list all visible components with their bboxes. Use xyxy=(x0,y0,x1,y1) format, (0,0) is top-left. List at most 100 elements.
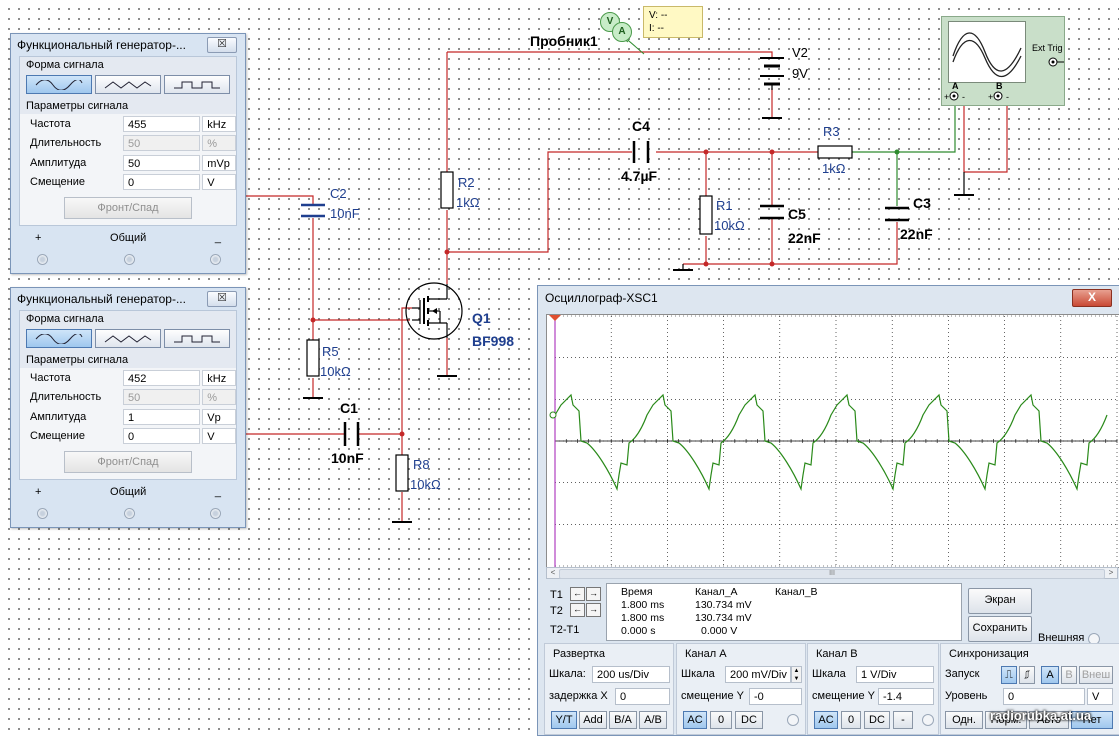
channel-b-ac-button[interactable]: AC xyxy=(814,711,838,729)
trigger-single-button[interactable]: Одн. xyxy=(945,711,983,729)
function-generator-1-window[interactable]: Функциональный генератор-... ☒ Форма сиг… xyxy=(10,33,246,274)
channel-a-zero-button[interactable]: 0 xyxy=(710,711,732,729)
channel-b-offset-input[interactable]: -1.4 xyxy=(878,688,934,705)
trigger-none-button[interactable]: Нет xyxy=(1071,711,1113,729)
fg2-titlebar[interactable]: Функциональный генератор-... ☒ xyxy=(11,288,245,310)
osc-scroll-thumb[interactable]: III xyxy=(559,569,1105,579)
channel-a-ac-button[interactable]: AC xyxy=(683,711,707,729)
fg1-amplitude-unit[interactable]: mVp xyxy=(202,154,236,171)
channel-a-scale-spinner-icon[interactable]: ▲▼ xyxy=(791,666,802,683)
fg1-triangle-button[interactable] xyxy=(95,75,161,94)
oscilloscope-instrument-icon[interactable]: Ext Trig A B + - + - xyxy=(941,16,1065,106)
osc-titlebar[interactable]: Осциллограф-XSC1 xyxy=(538,286,1119,310)
cursor-t1-handle-icon[interactable] xyxy=(549,315,561,321)
trigger-rising-edge-icon[interactable]: ⎍ xyxy=(1001,666,1017,684)
screen-button[interactable]: Экран xyxy=(968,588,1032,614)
fg2-frequency-input[interactable]: 452 xyxy=(123,369,201,386)
fg2-common-terminal[interactable] xyxy=(123,508,135,519)
c3-label[interactable]: C3 xyxy=(913,195,931,211)
r2-label[interactable]: R2 xyxy=(458,175,475,190)
fg1-square-button[interactable] xyxy=(164,75,230,94)
t2-left-arrow-icon[interactable]: ← xyxy=(570,603,585,617)
fg1-close-button[interactable]: ☒ xyxy=(207,37,237,53)
fg2-frequency-unit[interactable]: kHz xyxy=(202,369,236,386)
fg2-common-label: Общий xyxy=(110,486,147,498)
trigger-source-ext-button[interactable]: Внеш xyxy=(1079,666,1113,684)
t1-left-arrow-icon[interactable]: ← xyxy=(570,587,585,601)
r3-label[interactable]: R3 xyxy=(823,124,840,139)
fg1-offset-label: Смещение xyxy=(30,176,86,189)
channel-a-scale-input[interactable]: 200 mV/Div xyxy=(725,666,791,683)
r1-label[interactable]: R1 xyxy=(716,198,733,213)
c5-label[interactable]: C5 xyxy=(788,206,806,222)
channel-b-minus-button[interactable]: - xyxy=(893,711,913,729)
fg1-sine-button[interactable] xyxy=(26,75,92,94)
fg1-frequency-unit[interactable]: kHz xyxy=(202,115,236,132)
trigger-falling-edge-icon[interactable]: ⎎ xyxy=(1019,666,1035,684)
oscilloscope-window[interactable]: Осциллограф-XSC1 X < III > T1 ← → T2 ← →… xyxy=(537,285,1119,736)
channel-b-zero-button[interactable]: 0 xyxy=(841,711,861,729)
channel-b-scale-input[interactable]: 1 V/Div xyxy=(856,666,934,683)
x-delay-input[interactable]: 0 xyxy=(615,688,670,705)
fg2-minus-terminal[interactable] xyxy=(210,508,221,519)
oscilloscope-icon-screen xyxy=(948,21,1026,83)
fg1-frequency-input[interactable]: 455 xyxy=(123,115,201,132)
mode-add-button[interactable]: Add xyxy=(579,711,607,729)
fg2-close-button[interactable]: ☒ xyxy=(207,291,237,307)
osc-display[interactable] xyxy=(546,314,1119,568)
scroll-left-arrow-icon[interactable]: < xyxy=(550,568,556,577)
fg1-common-terminal[interactable] xyxy=(123,254,135,265)
channel-a-offset-input[interactable]: -0 xyxy=(749,688,802,705)
fg1-amplitude-input[interactable]: 50 xyxy=(123,154,201,171)
fg1-minus-terminal[interactable] xyxy=(210,254,221,265)
osc-horizontal-scrollbar[interactable]: < III > xyxy=(546,567,1118,579)
channel-a-radio[interactable] xyxy=(787,714,799,726)
fg2-offset-input[interactable]: 0 xyxy=(123,428,201,445)
v2-label[interactable]: V2 xyxy=(792,45,808,60)
osc-close-button[interactable]: X xyxy=(1072,289,1112,307)
fg2-amplitude-unit[interactable]: Vp xyxy=(202,408,236,425)
save-button[interactable]: Сохранить xyxy=(968,616,1032,642)
t1-right-arrow-icon[interactable]: → xyxy=(586,587,601,601)
trigger-level-unit[interactable]: V xyxy=(1087,688,1113,705)
osc-title: Осциллограф-XSC1 xyxy=(545,291,658,305)
fg1-plus-terminal[interactable] xyxy=(37,254,48,265)
c1-label[interactable]: C1 xyxy=(340,400,358,416)
fg1-amplitude-row: Амплитуда 50 mVp xyxy=(20,153,236,173)
fg2-sine-button[interactable] xyxy=(26,329,92,348)
trigger-source-b-button[interactable]: B xyxy=(1061,666,1077,684)
probe-ammeter-icon[interactable]: A xyxy=(612,22,632,42)
fg2-offset-unit[interactable]: V xyxy=(202,428,236,445)
readout-t2-cha: 130.734 mV xyxy=(695,612,752,624)
r5-label[interactable]: R5 xyxy=(322,344,339,359)
c4-label[interactable]: C4 xyxy=(632,118,650,134)
trigger-source-a-button[interactable]: A xyxy=(1041,666,1059,684)
timebase-scale-input[interactable]: 200 us/Div xyxy=(592,666,670,683)
fg2-square-button[interactable] xyxy=(164,329,230,348)
fg1-titlebar[interactable]: Функциональный генератор-... ☒ xyxy=(11,34,245,56)
channel-a-dc-button[interactable]: DC xyxy=(735,711,763,729)
channel-b-radio[interactable] xyxy=(922,714,934,726)
scroll-right-arrow-icon[interactable]: > xyxy=(1108,568,1114,577)
mode-yt-button[interactable]: Y/T xyxy=(551,711,577,729)
trigger-auto-button[interactable]: Авто xyxy=(1029,711,1069,729)
mode-ab-button[interactable]: A/B xyxy=(639,711,667,729)
trigger-normal-button[interactable]: Норм. xyxy=(985,711,1027,729)
fg1-offset-unit[interactable]: V xyxy=(202,174,236,191)
t2-right-arrow-icon[interactable]: → xyxy=(586,603,601,617)
fg1-panel: Форма сигнала Параметры сигнала Частота … xyxy=(19,56,237,226)
fg2-plus-terminal[interactable] xyxy=(37,508,48,519)
fg2-amplitude-input[interactable]: 1 xyxy=(123,408,201,425)
function-generator-2-window[interactable]: Функциональный генератор-... ☒ Форма сиг… xyxy=(10,287,246,528)
trigger-level-input[interactable]: 0 xyxy=(1003,688,1085,705)
mode-ba-button[interactable]: B/A xyxy=(609,711,637,729)
q1-label[interactable]: Q1 xyxy=(472,310,491,326)
fg2-triangle-button[interactable] xyxy=(95,329,161,348)
fg1-offset-input[interactable]: 0 xyxy=(123,174,201,191)
readout-header-time: Время xyxy=(621,586,653,598)
c2-label[interactable]: C2 xyxy=(330,186,347,201)
channel-b-dc-button[interactable]: DC xyxy=(864,711,890,729)
r8-label[interactable]: R8 xyxy=(413,457,430,472)
fg1-params-label: Параметры сигнала xyxy=(20,98,236,114)
